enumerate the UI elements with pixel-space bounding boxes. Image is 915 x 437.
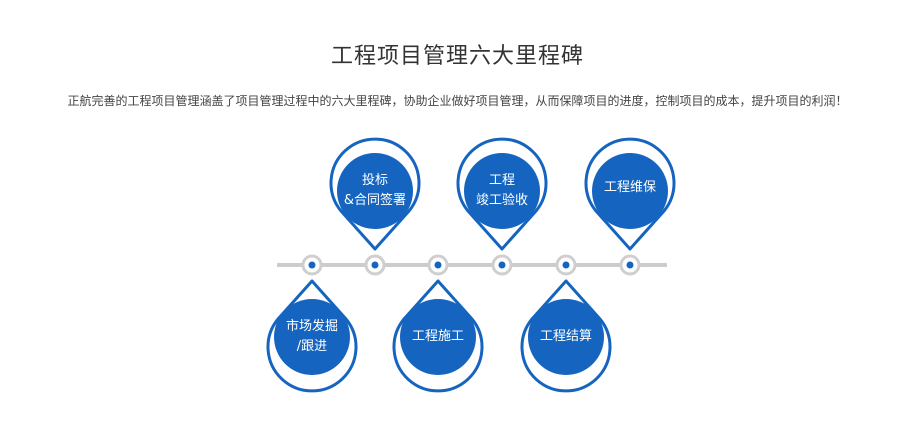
- timeline-node-construction: [427, 254, 449, 276]
- milestone-settlement-label: 工程结算: [539, 329, 592, 344]
- milestone-acceptance-pin[interactable]: [456, 137, 548, 251]
- milestone-market-label: 市场发掘 /跟进: [285, 319, 338, 354]
- pin-fill: [337, 153, 413, 229]
- milestone-market-pin[interactable]: [266, 279, 358, 393]
- timeline-node-maintenance: [619, 254, 641, 276]
- milestone-bidding-pin[interactable]: [329, 137, 421, 251]
- milestone-construction-pin[interactable]: [392, 279, 484, 393]
- timeline-node-settlement: [555, 254, 577, 276]
- page-subtitle: 正航完善的工程项目管理涵盖了项目管理过程中的六大里程碑，协助企业做好项目管理，从…: [67, 94, 848, 108]
- pin-fill: [592, 153, 668, 229]
- milestone-settlement-pin[interactable]: [520, 279, 612, 393]
- milestone-bidding-label: 投标 &合同签署: [343, 173, 407, 208]
- pin-fill: [528, 299, 604, 375]
- pin-fill: [274, 299, 350, 375]
- milestone-maintenance-label: 工程维保: [603, 180, 656, 195]
- page-title: 工程项目管理六大里程碑: [330, 44, 584, 69]
- timeline-node-bidding: [364, 254, 386, 276]
- pin-fill: [464, 153, 540, 229]
- milestone-maintenance-pin[interactable]: [584, 137, 676, 251]
- milestone-acceptance-label: 工程 竣工验收: [475, 173, 528, 208]
- timeline-node-market: [301, 254, 323, 276]
- timeline-node-acceptance: [491, 254, 513, 276]
- pin-fill: [400, 299, 476, 375]
- milestone-construction-label: 工程施工: [411, 329, 464, 344]
